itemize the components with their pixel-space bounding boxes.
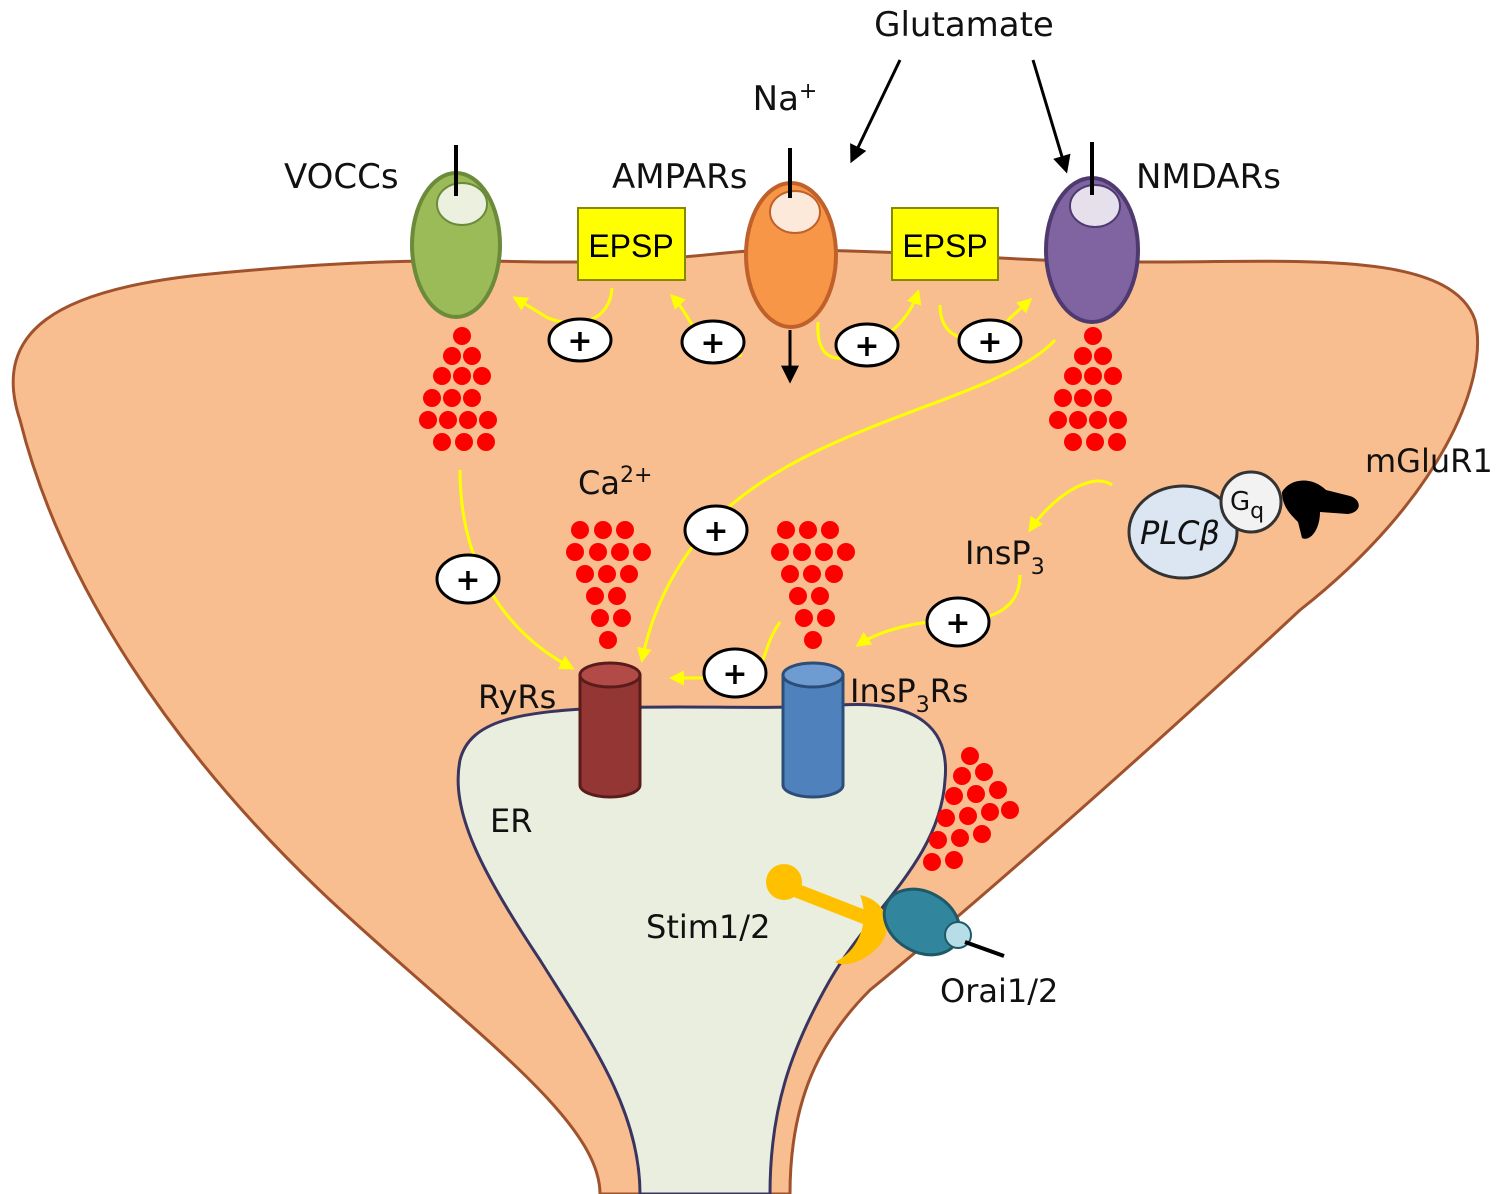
sodium-label: Na+ <box>753 79 818 119</box>
calcium-cluster-insp3r <box>771 521 855 649</box>
ampar-channel <box>744 148 838 384</box>
mglur1-label: mGluR1 <box>1365 442 1493 480</box>
calcium-cluster-vocc <box>419 327 497 451</box>
gq-subscript: q <box>1250 499 1264 524</box>
plus-badge-3: + <box>834 322 900 368</box>
calcium-cluster-ryr <box>566 521 651 649</box>
svg-text:+: + <box>854 329 879 364</box>
svg-text:+: + <box>945 606 970 641</box>
svg-text:+: + <box>703 514 728 549</box>
plus-badge-1: + <box>547 317 613 363</box>
svg-text:+: + <box>977 325 1002 360</box>
calcium-label: Ca2+ <box>578 463 652 502</box>
plus-badge-4: + <box>957 318 1023 364</box>
stim-label: Stim1/2 <box>646 908 770 946</box>
svg-text:+: + <box>722 657 747 692</box>
epsp-label-1: EPSP <box>588 228 673 264</box>
nmdar-channel <box>1044 142 1140 324</box>
calcium-cluster-nmdar <box>1049 327 1127 451</box>
svg-text:PLCβ: PLCβ <box>1140 514 1220 552</box>
plc-beta: PLCβ <box>1127 484 1239 580</box>
stim-protein <box>766 864 888 965</box>
insp3r-channel <box>781 661 845 799</box>
gq-label: G <box>1230 487 1250 517</box>
plus-badge-6: + <box>435 553 501 605</box>
plus-badge-5: + <box>683 504 749 556</box>
voccs-label: VOCCs <box>284 157 399 197</box>
insp3rs-label: InsP3Rs <box>850 672 969 718</box>
insp3-label: InsP3 <box>965 534 1045 580</box>
glutamate-arrow-ampar <box>850 59 902 164</box>
ryr-channel <box>578 661 642 799</box>
plus-badges: + + + + + + + + <box>435 317 1023 699</box>
ryrs-label: RyRs <box>478 678 556 716</box>
orai-label: Orai1/2 <box>940 972 1058 1010</box>
svg-text:Gq: Gq <box>1230 487 1264 524</box>
epsp-label-2: EPSP <box>902 228 987 264</box>
ampars-label: AMPARs <box>612 157 748 197</box>
er-compartment <box>456 702 948 1194</box>
svg-text:+: + <box>455 563 480 598</box>
gq-protein: Gq <box>1219 470 1283 534</box>
svg-text:+: + <box>567 324 592 359</box>
glutamate-arrow-nmdar <box>1031 59 1071 174</box>
er-label: ER <box>490 802 532 840</box>
plus-badge-2: + <box>680 319 746 365</box>
glutamate-label: Glutamate <box>874 5 1054 45</box>
epsp-box-2: EPSP <box>891 207 999 281</box>
svg-text:+: + <box>700 326 725 361</box>
vocc-channel <box>410 145 502 319</box>
orai-channel <box>882 887 1005 958</box>
plc-label: PLC <box>1140 514 1200 552</box>
plc-beta-symbol: β <box>1199 514 1220 552</box>
calcium-cluster-orai <box>923 747 1019 871</box>
plus-badge-7: + <box>925 596 991 648</box>
plus-badge-8: + <box>702 647 768 699</box>
nmdars-label: NMDARs <box>1136 157 1281 197</box>
mglur1-receptor <box>1282 480 1359 539</box>
epsp-box-1: EPSP <box>577 207 686 281</box>
